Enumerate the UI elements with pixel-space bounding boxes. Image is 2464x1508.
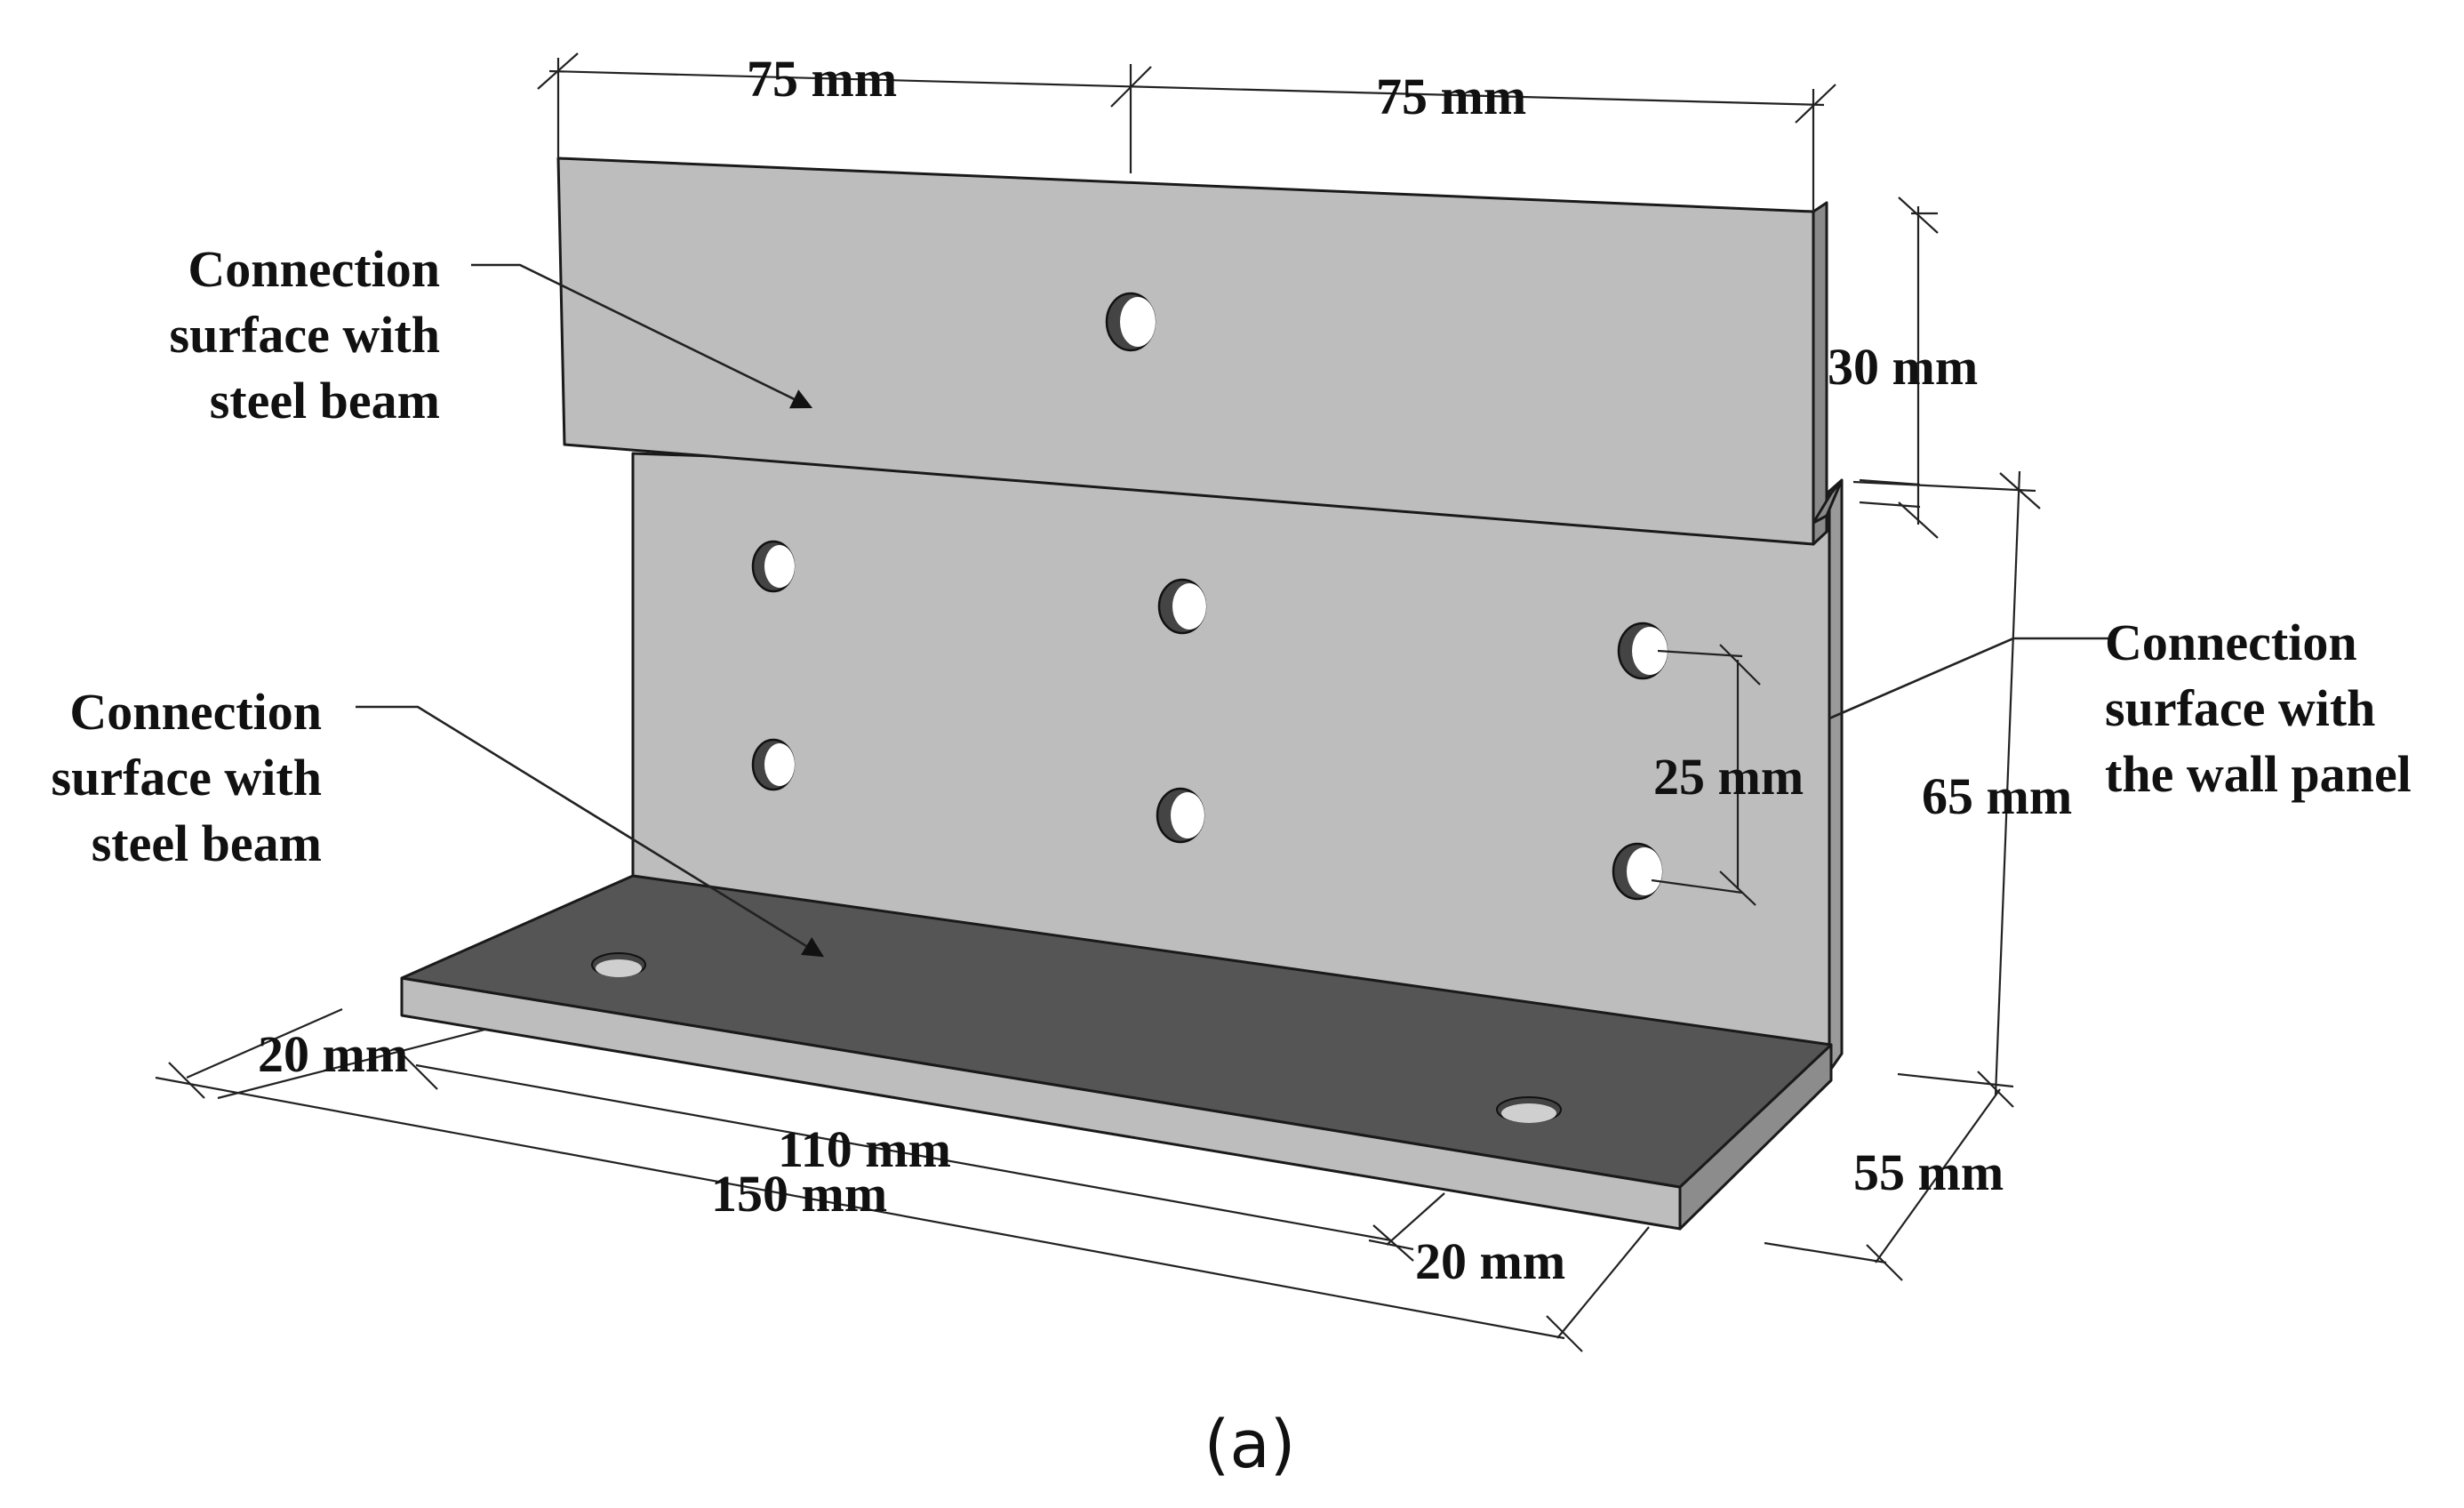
callout-wall-line-3: the wall panel xyxy=(2105,745,2412,803)
dim-top-left: 75 mm xyxy=(747,50,897,108)
flange-face xyxy=(556,156,1815,546)
hole xyxy=(1105,292,1156,352)
dim-hole-spacing: 25 mm xyxy=(1653,748,1804,806)
flange-lower-lip xyxy=(1812,478,1844,525)
dim-web-height: 65 mm xyxy=(1922,767,2072,825)
hole xyxy=(1612,842,1663,901)
leader-top xyxy=(471,263,813,409)
dim-right-edge: 20 mm xyxy=(1415,1232,1565,1290)
flange-side-face xyxy=(1812,201,1828,546)
web-holes xyxy=(751,540,1668,901)
callout-bottom-line-3: steel beam xyxy=(92,814,322,872)
hole xyxy=(751,540,796,593)
callout-bottom-line-2: surface with xyxy=(52,749,322,806)
callout-top-line-1: Connection xyxy=(188,240,440,298)
hole xyxy=(751,738,796,791)
callout-wall-line-2: surface with xyxy=(2105,679,2375,737)
base-holes xyxy=(591,952,1562,1123)
dim-flange-height: 30 mm xyxy=(1828,338,1978,396)
dimension-labels: 75 mm 75 mm 30 mm 25 mm 65 mm 55 mm 20 m… xyxy=(258,50,2072,1290)
dim-hole-distance: 110 mm xyxy=(778,1120,951,1178)
callout-bottom: Connection surface with steel beam xyxy=(52,683,322,872)
leader-lines xyxy=(356,263,2108,958)
leader-bottom xyxy=(356,705,824,958)
bracket xyxy=(400,156,1844,1231)
callout-top-line-3: steel beam xyxy=(210,372,440,429)
callout-wall: Connection surface with the wall panel xyxy=(2105,614,2412,803)
flange-holes xyxy=(1105,292,1156,352)
callout-bottom-line-1: Connection xyxy=(69,683,322,741)
hole xyxy=(1496,1096,1562,1123)
callout-wall-line-1: Connection xyxy=(2105,614,2357,671)
dim-top-right: 75 mm xyxy=(1376,68,1526,125)
dim-base-depth: 55 mm xyxy=(1853,1143,2004,1201)
hole xyxy=(1156,787,1205,844)
figure-caption: (a) xyxy=(1204,1407,1295,1483)
leader-wall xyxy=(1828,637,2108,720)
dim-total-length: 150 mm xyxy=(711,1165,887,1223)
callout-top: Connection surface with steel beam xyxy=(170,240,440,429)
dim-left-edge: 20 mm xyxy=(258,1025,408,1083)
hole xyxy=(591,952,646,977)
base-top-face xyxy=(400,874,1833,1189)
hole xyxy=(1157,578,1207,635)
callout-top-line-2: surface with xyxy=(170,306,440,364)
dimension-lines xyxy=(155,52,2041,1352)
